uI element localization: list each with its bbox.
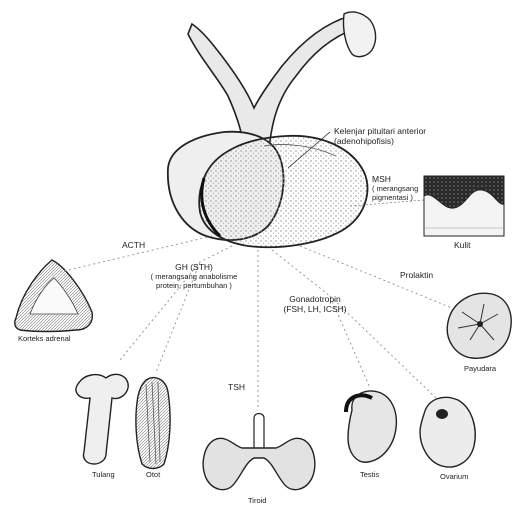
label-tiroid: Tiroid	[248, 496, 266, 505]
gh-title: GH (STH)	[142, 262, 246, 272]
label-ovarium: Ovarium	[440, 472, 468, 481]
anterior-lobe	[199, 136, 367, 247]
label-korteks-adrenal: Korteks adrenal	[18, 334, 71, 343]
stalk-tip	[343, 12, 375, 57]
muscle-illustration	[136, 378, 170, 469]
testis-illustration	[346, 391, 396, 462]
msh-line-2: pigmentasi )	[372, 193, 418, 202]
gonad-line-1: Gonadotropin	[272, 294, 358, 304]
breast-illustration	[447, 293, 511, 358]
label-prolaktin: Prolaktin	[400, 270, 433, 280]
label-payudara: Payudara	[464, 364, 496, 373]
label-otot: Otot	[146, 470, 160, 479]
anterior-line-1: Kelenjar pituitari anterior	[334, 126, 426, 136]
arrow-gonad	[272, 250, 370, 388]
label-msh: MSH ( merangsang pigmentasi )	[372, 174, 418, 202]
msh-line-1: ( merangsang	[372, 184, 418, 193]
label-kulit: Kulit	[454, 240, 471, 250]
bone-illustration	[76, 374, 128, 464]
label-tulang: Tulang	[92, 470, 115, 479]
gh-line-2: protein, pertumbuhan )	[142, 281, 246, 290]
label-gh: GH (STH) ( merangsang anabolisme protein…	[142, 262, 246, 290]
gh-line-1: ( merangsang anabolisme	[142, 272, 246, 281]
msh-title: MSH	[372, 174, 418, 184]
label-gonadotropin: Gonadotropin (FSH, LH, ICSH)	[272, 294, 358, 314]
thyroid-illustration	[203, 414, 315, 490]
label-anterior-pituitary: Kelenjar pituitari anterior (adenohipofi…	[334, 126, 426, 146]
label-testis: Testis	[360, 470, 379, 479]
gonad-line-2: (FSH, LH, ICSH)	[272, 304, 358, 314]
anterior-line-2: (adenohipofisis)	[334, 136, 426, 146]
ovary-illustration	[420, 397, 475, 467]
label-acth: ACTH	[122, 240, 145, 250]
label-tsh: TSH	[228, 382, 245, 392]
adrenal-illustration	[15, 260, 93, 332]
